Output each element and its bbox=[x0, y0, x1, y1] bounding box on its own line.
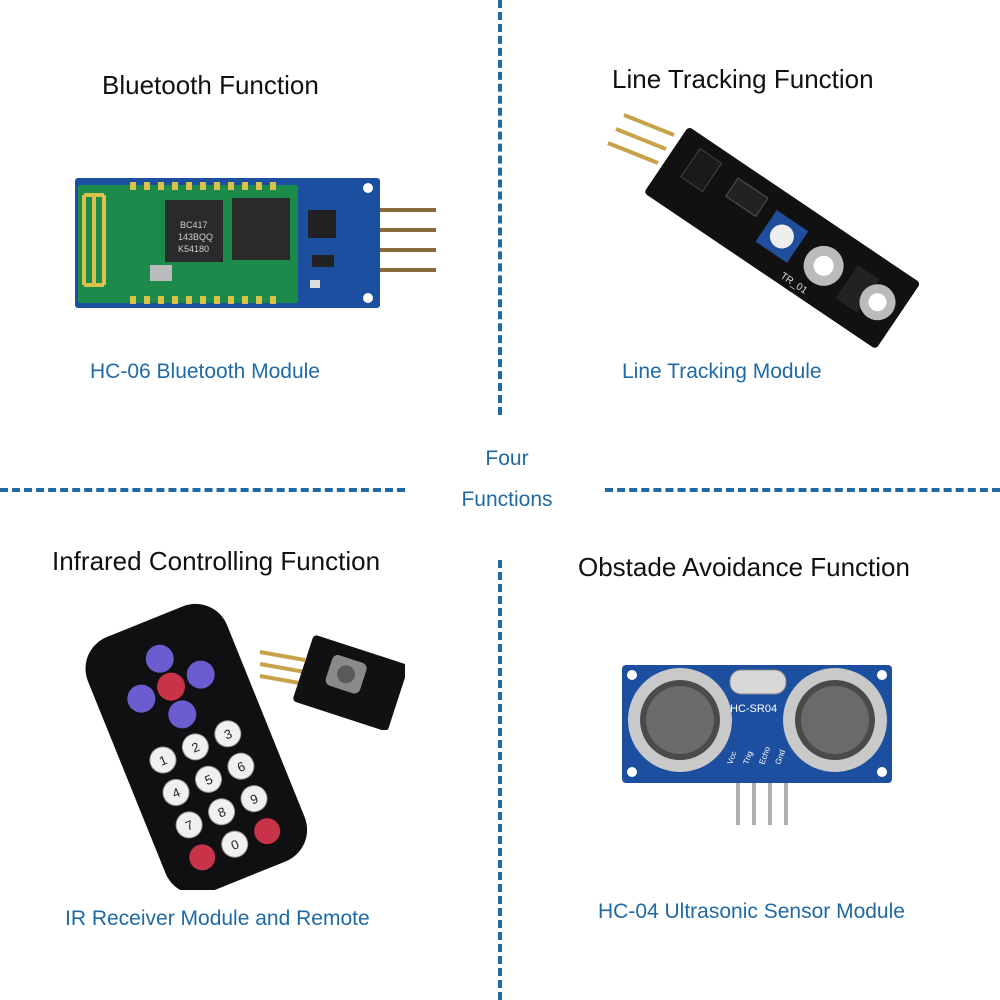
obstacle-title: Obstade Avoidance Function bbox=[578, 552, 910, 582]
divider-horizontal-right bbox=[605, 488, 1000, 492]
ir-remote-image: 1 2 3 4 5 6 7 8 9 0 bbox=[60, 600, 335, 895]
divider-vertical-bottom bbox=[498, 560, 502, 1000]
bluetooth-title: Bluetooth Function bbox=[102, 70, 319, 100]
bluetooth-chip-label-3: K54180 bbox=[178, 244, 209, 254]
divider-vertical-top bbox=[498, 0, 502, 415]
line-tracking-title: Line Tracking Function bbox=[612, 64, 874, 94]
infrared-caption: IR Receiver Module and Remote bbox=[65, 907, 370, 930]
ultrasonic-sensor-image: HC-SR04 Vcc Trig Echo Gnd bbox=[620, 660, 895, 830]
center-label-four: Four bbox=[485, 447, 529, 470]
line-tracking-module-image: TR_01 bbox=[600, 105, 920, 370]
infrared-title: Infrared Controlling Function bbox=[52, 546, 381, 576]
divider-horizontal-left bbox=[0, 488, 405, 492]
obstacle-caption: HC-04 Ultrasonic Sensor Module bbox=[598, 900, 905, 923]
bluetooth-caption: HC-06 Bluetooth Module bbox=[90, 360, 320, 383]
ir-receiver-module-image bbox=[255, 630, 408, 731]
bluetooth-chip-label-1: BC417 bbox=[180, 220, 208, 230]
line-tracking-caption: Line Tracking Module bbox=[622, 360, 822, 383]
bluetooth-module-image: BC417 143BQQ K54180 bbox=[70, 170, 440, 315]
pin-label-vcc: Vcc bbox=[725, 750, 738, 766]
ultrasonic-board-label: HC-SR04 bbox=[730, 703, 777, 715]
center-label-functions: Functions bbox=[461, 488, 553, 511]
pin-label-trig: Trig bbox=[741, 750, 754, 766]
bluetooth-chip-label-2: 143BQQ bbox=[178, 232, 213, 242]
